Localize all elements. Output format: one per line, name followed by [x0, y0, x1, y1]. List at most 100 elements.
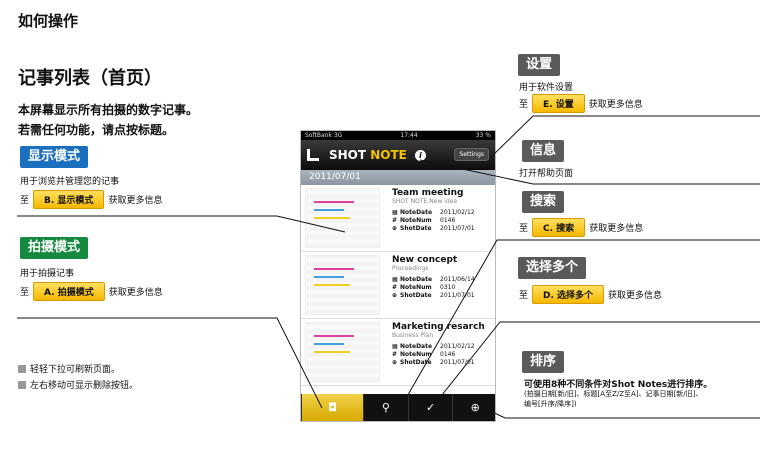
intro-line: 若需任何功能，请点按标题。	[18, 123, 175, 137]
plus-circle-icon: ⊕	[392, 292, 398, 299]
label: ShotDate	[400, 359, 432, 366]
note-title: Marketing resarch	[392, 322, 485, 332]
prefix: 至	[519, 291, 529, 301]
callout-line-shoot	[17, 317, 323, 409]
note-num: 0146	[440, 351, 456, 358]
note-subtitle: Business Plan	[392, 332, 434, 339]
calendar-icon: ▦	[392, 276, 398, 283]
callout-line-sort	[487, 409, 760, 419]
suffix: 获取更多信息	[588, 100, 643, 110]
search-badge: 搜索	[522, 191, 565, 213]
suffix: 获取更多信息	[108, 288, 163, 298]
display-mode-link-button[interactable]: B. 显示模式	[33, 190, 105, 209]
title-a: SHOT	[329, 148, 371, 162]
label: ShotDate	[400, 225, 432, 232]
status-bar: SoftBank 3G 17:44 33 %	[301, 131, 495, 140]
plus-circle-icon: ⊕	[392, 225, 398, 232]
label: ShotDate	[400, 292, 432, 299]
label: NoteDate	[400, 276, 433, 283]
hash-icon: #	[392, 351, 398, 358]
date-section-header: 2011/07/01	[301, 170, 495, 185]
app-header: SHOT NOTE i Settings	[301, 140, 495, 170]
select-multiple-button[interactable]: ✓	[407, 394, 453, 421]
label: NoteNum	[400, 351, 432, 358]
search-link-button[interactable]: C. 搜索	[532, 218, 586, 237]
carrier: SoftBank	[305, 132, 332, 139]
callout-line-info	[419, 159, 760, 185]
info-icon[interactable]: i	[414, 149, 426, 161]
suffix: 获取更多信息	[108, 196, 163, 206]
app-logo-icon	[307, 149, 319, 161]
clock: 17:44	[400, 132, 418, 139]
info-badge: 信息	[522, 140, 565, 162]
hash-icon: #	[392, 284, 398, 291]
display-mode-desc: 用于浏览并管理您的记事	[20, 177, 120, 187]
battery: 33 %	[475, 132, 491, 139]
sort-detail: (拍摄日期[新/旧]、标题[A至Z/Z至A]、记事日期[新/旧]、	[524, 390, 703, 398]
suffix: 获取更多信息	[589, 224, 644, 234]
shoot-mode-link-button[interactable]: A. 拍摄模式	[33, 282, 105, 301]
note-subtitle: SHOT NOTE,New idea	[392, 198, 458, 205]
display-mode-badge: 显示模式	[20, 146, 89, 168]
plus-circle-icon: ⊕	[392, 359, 398, 366]
callout-line-display	[17, 215, 346, 233]
select-multiple-badge: 选择多个	[518, 257, 587, 279]
shoot-mode-desc: 用于拍摄记事	[20, 269, 75, 279]
settings-desc: 用于软件设置	[519, 83, 574, 93]
sort-badge: 排序	[522, 351, 565, 373]
shot-date: 2011/07/01	[440, 292, 475, 299]
tip-item: 左右移动可显示删除按钮。	[18, 378, 138, 391]
prefix: 至	[20, 288, 30, 298]
shot-date: 2011/07/01	[440, 359, 475, 366]
phone-screenshot: SoftBank 3G 17:44 33 % SHOT NOTE i Setti…	[300, 130, 496, 422]
prefix: 至	[20, 196, 30, 206]
note-num: 0146	[440, 217, 456, 224]
prefix: 至	[519, 224, 529, 234]
info-desc: 打开帮助页面	[519, 169, 574, 179]
section-title: 记事列表（首页）	[18, 68, 162, 89]
search-button[interactable]: ⚲	[363, 394, 408, 421]
callout-line-select	[437, 321, 760, 401]
title-b: NOTE	[370, 148, 407, 162]
note-thumbnail	[305, 322, 380, 382]
note-num: 0310	[440, 284, 456, 291]
note-date: 2011/02/12	[440, 343, 475, 350]
note-list-item[interactable]: Team meeting SHOT NOTE,New idea ▦NoteDat…	[301, 185, 495, 252]
intro-line: 本屏幕显示所有拍摄的数字记事。	[18, 103, 199, 117]
label: NoteNum	[400, 217, 432, 224]
settings-link-button[interactable]: E. 设置	[532, 94, 585, 113]
shoot-mode-badge: 拍摄模式	[20, 237, 89, 259]
calendar-icon: ▦	[392, 343, 398, 350]
camera-button[interactable]: ◘	[301, 394, 364, 421]
note-thumbnail	[305, 188, 380, 248]
callout-line-settings	[489, 115, 760, 159]
sort-button[interactable]: ⊕	[452, 394, 495, 421]
tip-item: 轻轻下拉可刷新页面。	[18, 362, 120, 375]
select-link-button[interactable]: D. 选择多个	[532, 285, 605, 304]
label: NoteDate	[400, 343, 433, 350]
label: NoteDate	[400, 209, 433, 216]
page-heading: 如何操作	[18, 12, 79, 30]
note-list-item[interactable]: Marketing resarch Business Plan ▦NoteDat…	[301, 319, 495, 386]
calendar-icon: ▦	[392, 209, 398, 216]
prefix: 至	[519, 100, 529, 110]
note-date: 2011/02/12	[440, 209, 475, 216]
shot-date: 2011/07/01	[440, 225, 475, 232]
network: 3G	[333, 132, 343, 139]
note-thumbnail	[305, 255, 380, 315]
hash-icon: #	[392, 217, 398, 224]
app-title: SHOT NOTE	[329, 148, 407, 162]
note-title: Team meeting	[392, 188, 464, 198]
note-subtitle: Proceedings	[392, 265, 429, 272]
callout-line-search	[404, 239, 760, 401]
toolbar: ◘ ⚲ ✓ ⊕	[301, 394, 495, 421]
suffix: 获取更多信息	[608, 291, 663, 301]
settings-button[interactable]: Settings	[454, 148, 489, 161]
